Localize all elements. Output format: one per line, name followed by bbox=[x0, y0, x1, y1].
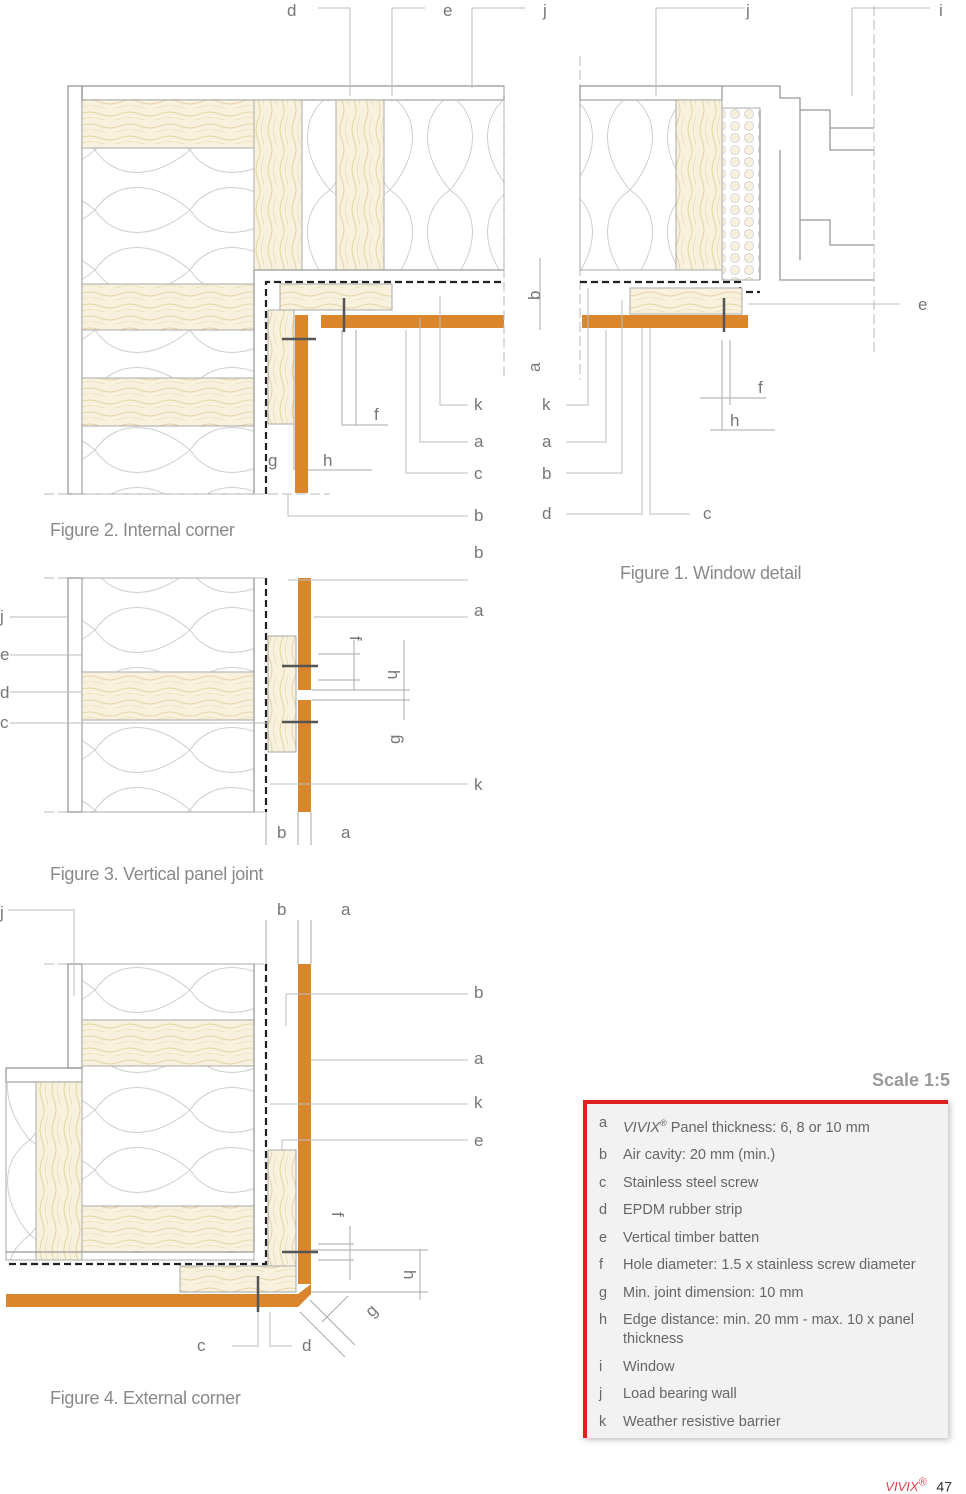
legend-text: EPDM rubber strip bbox=[623, 1202, 743, 1219]
fig3-label-g: g bbox=[385, 735, 404, 744]
fig4-label-d: d bbox=[302, 1336, 311, 1355]
legend-key: c bbox=[599, 1174, 607, 1191]
fig2-caption: Figure 2. Internal corner bbox=[50, 520, 235, 540]
fig1-label-i: i bbox=[939, 1, 943, 20]
fig3-label-h: h bbox=[384, 670, 403, 679]
legend-item: j Load bearing wall bbox=[599, 1385, 936, 1404]
legend-key: b bbox=[599, 1147, 608, 1164]
fig3-label-k: k bbox=[474, 775, 483, 794]
fig2-label-e: e bbox=[443, 1, 452, 20]
fig2-label-g: g bbox=[268, 451, 277, 470]
fig1-label-e: e bbox=[918, 295, 927, 314]
fig4-label-f: f bbox=[328, 1212, 347, 1217]
fig1-caption: Figure 1. Window detail bbox=[620, 563, 801, 583]
fig4-label-e: e bbox=[474, 1131, 483, 1150]
legend-key: j bbox=[599, 1386, 603, 1403]
legend-brand: VIVIX bbox=[623, 1119, 661, 1136]
legend-key: e bbox=[599, 1229, 608, 1246]
footer-brand: VIVIX® bbox=[885, 1477, 927, 1494]
fig1-label-j: j bbox=[745, 1, 750, 20]
legend-key: g bbox=[599, 1284, 608, 1301]
legend-text: Vertical timber batten bbox=[623, 1229, 760, 1246]
page-footer: VIVIX® 47 bbox=[885, 1477, 952, 1494]
legend-item: c Stainless steel screw bbox=[599, 1174, 936, 1193]
legend-text: Edge distance: min. 20 mm - max. 10 x pa… bbox=[623, 1312, 914, 1348]
legend-text: Hole diameter: 1.5 x stainless screw dia… bbox=[623, 1257, 916, 1274]
fig2-label-c: c bbox=[474, 464, 483, 483]
figure-3-vertical-panel-joint bbox=[10, 577, 468, 845]
fig1-label-b: b bbox=[542, 464, 551, 483]
fig4-label-j: j bbox=[0, 903, 4, 922]
fig3-label-f: f bbox=[346, 636, 365, 641]
fig3-label-b-top: b bbox=[474, 543, 483, 562]
fig3-label-a-bottom: a bbox=[341, 823, 351, 842]
scale-label: Scale 1:5 bbox=[871, 1070, 950, 1090]
legend-key: f bbox=[599, 1257, 604, 1274]
fig1-label-c: c bbox=[703, 504, 712, 523]
fig1-label-k: k bbox=[542, 395, 551, 414]
legend-item: a VIVIX® Panel thickness: 6, 8 or 10 mm bbox=[599, 1114, 936, 1138]
fig1-label-f: f bbox=[758, 378, 763, 397]
fig4-caption: Figure 4. External corner bbox=[50, 1388, 241, 1408]
legend-item: g Min. joint dimension: 10 mm bbox=[599, 1284, 936, 1303]
legend-item: k Weather resistive barrier bbox=[599, 1413, 936, 1432]
fig4-label-g: g bbox=[361, 1301, 381, 1321]
legend-item: b Air cavity: 20 mm (min.) bbox=[599, 1146, 936, 1165]
legend-text-body: Panel thickness: 6, 8 or 10 mm bbox=[666, 1119, 870, 1136]
legend-key: k bbox=[599, 1413, 607, 1430]
legend-key: i bbox=[599, 1358, 603, 1375]
legend-text: VIVIX® Panel thickness: 6, 8 or 10 mm bbox=[623, 1114, 936, 1138]
fig4-label-b-top: b bbox=[277, 900, 286, 919]
fig3-caption: Figure 3. Vertical panel joint bbox=[50, 864, 263, 884]
fig2-label-f: f bbox=[374, 405, 379, 424]
fig4-label-b: b bbox=[474, 983, 483, 1002]
fig2-label-d: d bbox=[287, 1, 296, 20]
fig4-label-a-top: a bbox=[341, 900, 351, 919]
fig3-label-j: j bbox=[0, 607, 4, 626]
legend-text: Window bbox=[623, 1358, 675, 1375]
legend-item: e Vertical timber batten bbox=[599, 1229, 936, 1248]
fig1-label-d: d bbox=[542, 504, 551, 523]
fig3-label-b-bottom: b bbox=[277, 823, 286, 842]
fig3-label-c: c bbox=[0, 713, 9, 732]
fig2-label-j: j bbox=[542, 1, 547, 20]
legend-item: f Hole diameter: 1.5 x stainless screw di… bbox=[599, 1256, 936, 1275]
fig2-label-a: a bbox=[474, 432, 484, 451]
legend-item: i Window bbox=[599, 1358, 936, 1377]
fig2-label-h: h bbox=[323, 451, 332, 470]
page-number: 47 bbox=[936, 1478, 952, 1494]
legend-item: d EPDM rubber strip bbox=[599, 1201, 936, 1220]
fig2-label-b: b bbox=[474, 506, 483, 525]
figure-4-external-corner bbox=[5, 909, 468, 1358]
legend-text: Load bearing wall bbox=[623, 1386, 737, 1403]
fig4-label-c: c bbox=[197, 1336, 206, 1355]
fig3-label-e: e bbox=[0, 645, 9, 664]
legend-key: d bbox=[599, 1202, 608, 1219]
fig1-label-b-vertical: b bbox=[525, 291, 544, 300]
fig1-label-a: a bbox=[542, 432, 552, 451]
figure-2-internal-corner bbox=[44, 7, 525, 517]
fig4-label-k: k bbox=[474, 1093, 483, 1112]
legend-key: a bbox=[599, 1115, 608, 1131]
legend-registered-mark: ® bbox=[660, 1118, 667, 1128]
fig1-label-h: h bbox=[730, 411, 739, 430]
legend-key: h bbox=[599, 1312, 608, 1329]
fig3-label-d: d bbox=[0, 683, 9, 702]
fig3-label-a: a bbox=[474, 601, 484, 620]
legend-text: Air cavity: 20 mm (min.) bbox=[623, 1147, 776, 1164]
legend-text: Weather resistive barrier bbox=[623, 1413, 781, 1430]
fig1-label-a-vertical: a bbox=[525, 362, 544, 372]
fig4-label-h: h bbox=[400, 1270, 419, 1279]
legend-item: h Edge distance: min. 20 mm - max. 10 x p… bbox=[599, 1311, 936, 1349]
figure-1-window-detail bbox=[539, 6, 930, 515]
fig4-label-a: a bbox=[474, 1049, 484, 1068]
legend-text: Stainless steel screw bbox=[623, 1174, 759, 1191]
legend-text: Min. joint dimension: 10 mm bbox=[623, 1284, 804, 1301]
fig2-label-k: k bbox=[474, 395, 483, 414]
